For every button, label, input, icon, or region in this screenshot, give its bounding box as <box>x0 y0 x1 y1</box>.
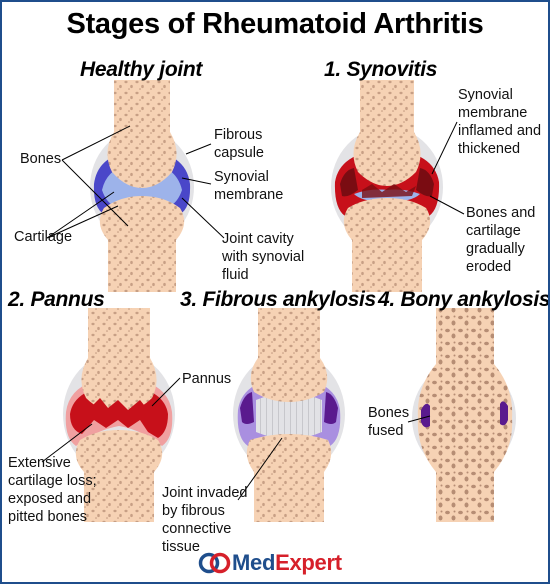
panel-title-pannus: 2. Pannus <box>8 288 105 311</box>
label-synovial-inflamed: Synovial membrane inflamed and thickened <box>458 87 542 157</box>
label-bones-fused: Bones fused <box>368 405 410 439</box>
healthy-joint <box>90 80 194 292</box>
label-bones: Bones <box>20 151 62 167</box>
logo-text-expert: Expert <box>275 550 342 575</box>
label-cartilage-loss: Extensive cartilage loss; exposed and pi… <box>8 455 97 525</box>
logo-text-med: Med <box>232 550 276 575</box>
pannus-joint <box>63 308 175 522</box>
fibrous-joint <box>233 308 345 522</box>
label-synovial-membrane: Synovial membrane <box>214 169 284 203</box>
label-joint-invaded: Joint invaded by fibrous connective tiss… <box>162 485 248 555</box>
medexpert-logo: Med Expert <box>198 548 342 578</box>
label-joint-cavity: Joint cavity with synovial fluid <box>222 231 305 283</box>
label-pannus: Pannus <box>182 371 232 387</box>
bony-joint <box>412 308 516 522</box>
page-title: Stages of Rheumatoid Arthritis <box>66 8 484 40</box>
synovitis-joint <box>331 80 443 292</box>
label-cartilage: Cartilage <box>14 229 73 245</box>
panel-title-healthy: Healthy joint <box>80 58 203 81</box>
label-bones-eroded: Bones and cartilage gradually eroded <box>466 205 536 275</box>
leader-lines <box>41 121 465 501</box>
panel-title-bony: 4. Bony ankylosis <box>378 288 550 311</box>
label-fibrous-capsule: Fibrous capsule <box>214 127 264 161</box>
panel-title-fibrous: 3. Fibrous ankylosis <box>180 288 376 311</box>
panel-title-synovitis: 1. Synovitis <box>324 58 438 81</box>
logo-rings-icon <box>198 552 231 574</box>
